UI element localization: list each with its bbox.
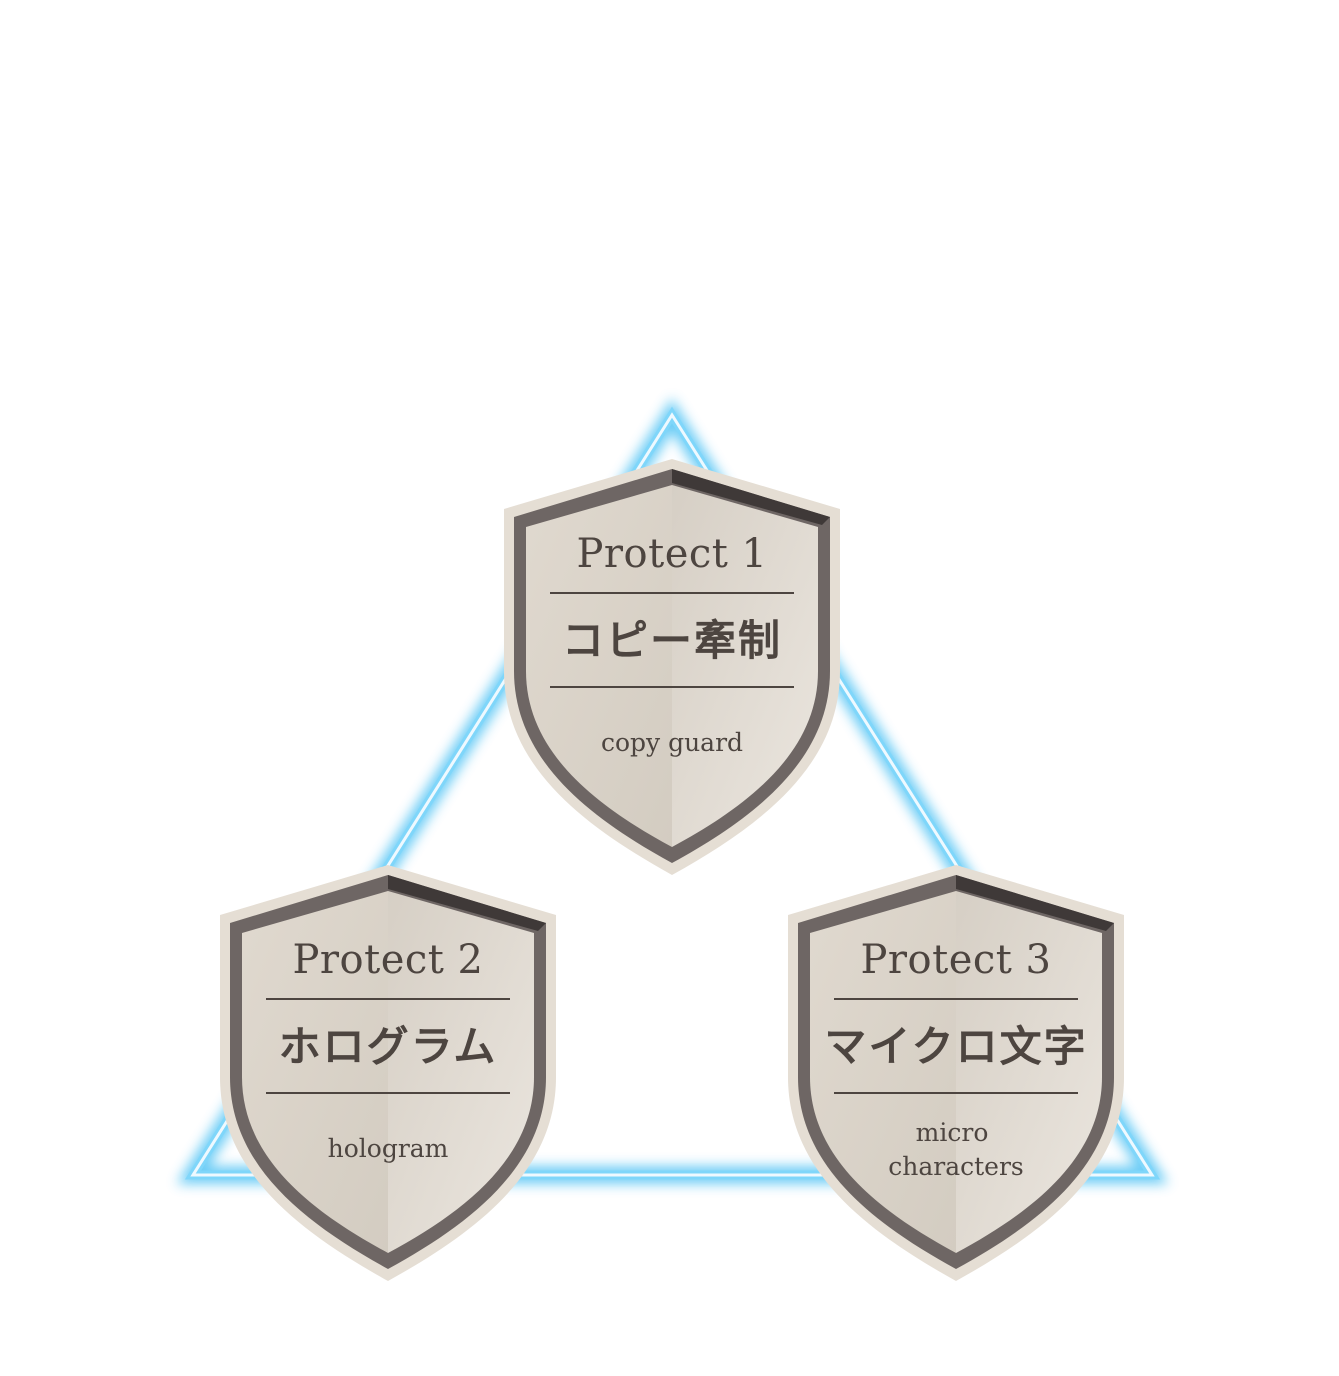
shield-face-right	[672, 485, 818, 847]
shield-face-right	[388, 891, 534, 1253]
shield-title: Protect 1	[576, 531, 767, 577]
shield-protect-3: Protect 3 マイクロ文字 micro characters	[788, 865, 1124, 1281]
shield-protect-1: Protect 1 コピー牽制 copy guard	[504, 459, 840, 875]
shield-face-left	[242, 891, 388, 1253]
shield-face-right	[956, 891, 1102, 1253]
shield-name-en-line: micro	[916, 1118, 989, 1147]
glow-triangle-core	[190, 412, 1155, 1177]
shield-name-en: micro characters	[888, 1118, 1024, 1181]
shield-face-left	[526, 485, 672, 847]
shield-name-en-line: copy guard	[601, 728, 743, 757]
shield-name-en-line: characters	[888, 1152, 1024, 1181]
shield-face-left	[810, 891, 956, 1253]
shield-name-en-line: hologram	[328, 1134, 449, 1163]
shield-frame-top-dark	[672, 469, 830, 525]
glow-triangle	[176, 398, 1169, 1184]
shield-name-ja: マイクロ文字	[824, 1022, 1087, 1071]
shield-protect-2: Protect 2 ホログラム hologram	[220, 865, 556, 1281]
shield-title: Protect 2	[292, 937, 483, 983]
shield-name-ja: ホログラム	[279, 1022, 498, 1071]
shield-title: Protect 3	[860, 937, 1051, 983]
shield-name-en: copy guard	[601, 728, 743, 757]
shield-frame-top-dark	[956, 875, 1114, 931]
shield-name-ja: コピー牽制	[562, 616, 782, 665]
shield-name-en: hologram	[328, 1134, 449, 1163]
shield-frame-top-dark	[388, 875, 546, 931]
